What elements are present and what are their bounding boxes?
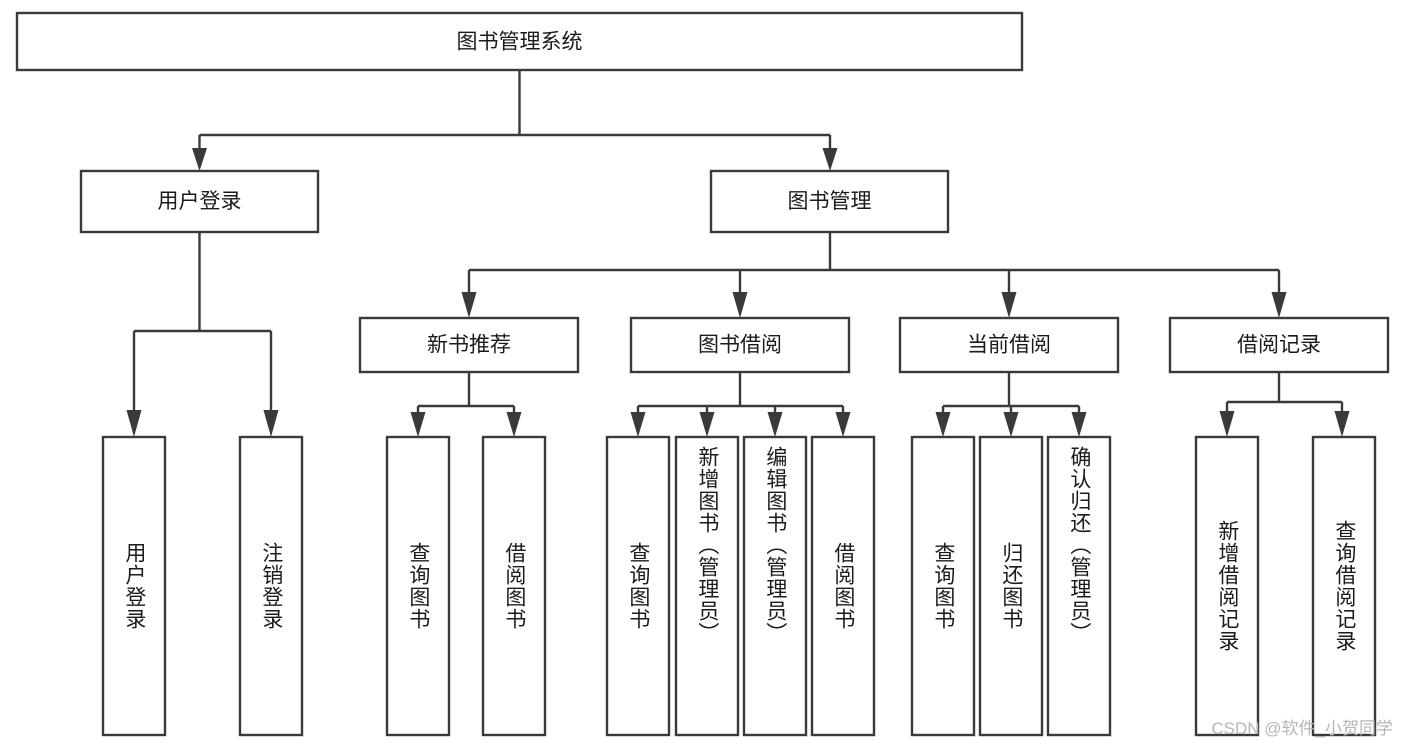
node-user-login[interactable]: 用户登录 bbox=[79, 169, 320, 234]
leaf-user-login-box[interactable] bbox=[101, 435, 167, 737]
arrow-head-leaf-query-book-2 bbox=[630, 412, 646, 437]
node-borrow-record[interactable]: 借阅记录 bbox=[1168, 316, 1390, 374]
node-book-borrow[interactable]: 图书借阅 bbox=[629, 316, 851, 374]
node-root[interactable]: 图书管理系统 bbox=[15, 11, 1024, 72]
arrow-head-leaf-query-record bbox=[1334, 411, 1350, 437]
node-new-book-rec-box[interactable] bbox=[358, 316, 580, 374]
node-current-borrow-label: 当前借阅 bbox=[967, 334, 1051, 357]
leaf-borrow-book-2-box[interactable] bbox=[810, 435, 876, 737]
arrow-head-borrow-record bbox=[1271, 292, 1287, 318]
arrow-head-book-borrow bbox=[732, 292, 748, 318]
node-root-label: 图书管理系统 bbox=[457, 31, 583, 54]
leaf-query-book-1-box[interactable] bbox=[385, 435, 451, 737]
node-user-login-label: 用户登录 bbox=[158, 190, 242, 213]
leaf-user-logout-box[interactable] bbox=[238, 435, 304, 737]
arrow-head-leaf-confirm-return bbox=[1071, 412, 1087, 437]
leaf-edit-book-box[interactable] bbox=[742, 435, 808, 737]
node-borrow-record-label: 借阅记录 bbox=[1237, 334, 1321, 357]
arrow-head-leaf-add-book bbox=[699, 412, 715, 437]
node-root-box[interactable] bbox=[15, 11, 1024, 72]
leaf-query-book-3-box[interactable] bbox=[910, 435, 976, 737]
leaf-query-record-box[interactable] bbox=[1311, 435, 1377, 737]
leaf-confirm-return-box[interactable] bbox=[1046, 435, 1112, 737]
node-book-borrow-label: 图书借阅 bbox=[698, 334, 782, 357]
arrow-head-leaf-edit-book bbox=[767, 412, 783, 437]
arrow-head-leaf-borrow-book-2 bbox=[835, 412, 851, 437]
node-book-manage-box[interactable] bbox=[709, 169, 950, 234]
leaf-return-book-box[interactable] bbox=[978, 435, 1044, 737]
arrow-head-leaf-return-book bbox=[1003, 412, 1019, 437]
node-new-book-rec[interactable]: 新书推荐 bbox=[358, 316, 580, 374]
leaf-add-record-box[interactable] bbox=[1194, 435, 1260, 737]
arrow-head-user-login bbox=[192, 148, 207, 171]
node-borrow-record-box[interactable] bbox=[1168, 316, 1390, 374]
arrow-head-leaf-borrow-book-1 bbox=[506, 412, 522, 437]
node-current-borrow-box[interactable] bbox=[898, 316, 1120, 374]
arrow-head-book-manage bbox=[822, 148, 838, 171]
node-book-borrow-box[interactable] bbox=[629, 316, 851, 374]
leaf-query-book-2-box[interactable] bbox=[605, 435, 671, 737]
arrow-head-leaf-query-book-1 bbox=[410, 412, 426, 437]
arrow-head-leaf-user-logout bbox=[263, 410, 279, 437]
arrow-head-leaf-user-login bbox=[126, 410, 142, 437]
node-book-manage-label: 图书管理 bbox=[788, 190, 872, 213]
node-new-book-rec-label: 新书推荐 bbox=[427, 334, 511, 357]
arrow-head-new-book-rec bbox=[461, 292, 477, 318]
leaf-borrow-book-1-box[interactable] bbox=[481, 435, 547, 737]
arrow-head-current-borrow bbox=[1001, 292, 1017, 318]
arrow-head-leaf-query-book-3 bbox=[935, 412, 951, 437]
leaf-add-book-box[interactable] bbox=[674, 435, 740, 737]
arrow-head-leaf-add-record bbox=[1219, 411, 1235, 437]
node-user-login-box[interactable] bbox=[79, 169, 320, 234]
connectors-layer bbox=[126, 70, 1350, 437]
leaf-boxes-layer bbox=[101, 435, 1377, 737]
node-book-manage[interactable]: 图书管理 bbox=[709, 169, 950, 234]
node-current-borrow[interactable]: 当前借阅 bbox=[898, 316, 1120, 374]
